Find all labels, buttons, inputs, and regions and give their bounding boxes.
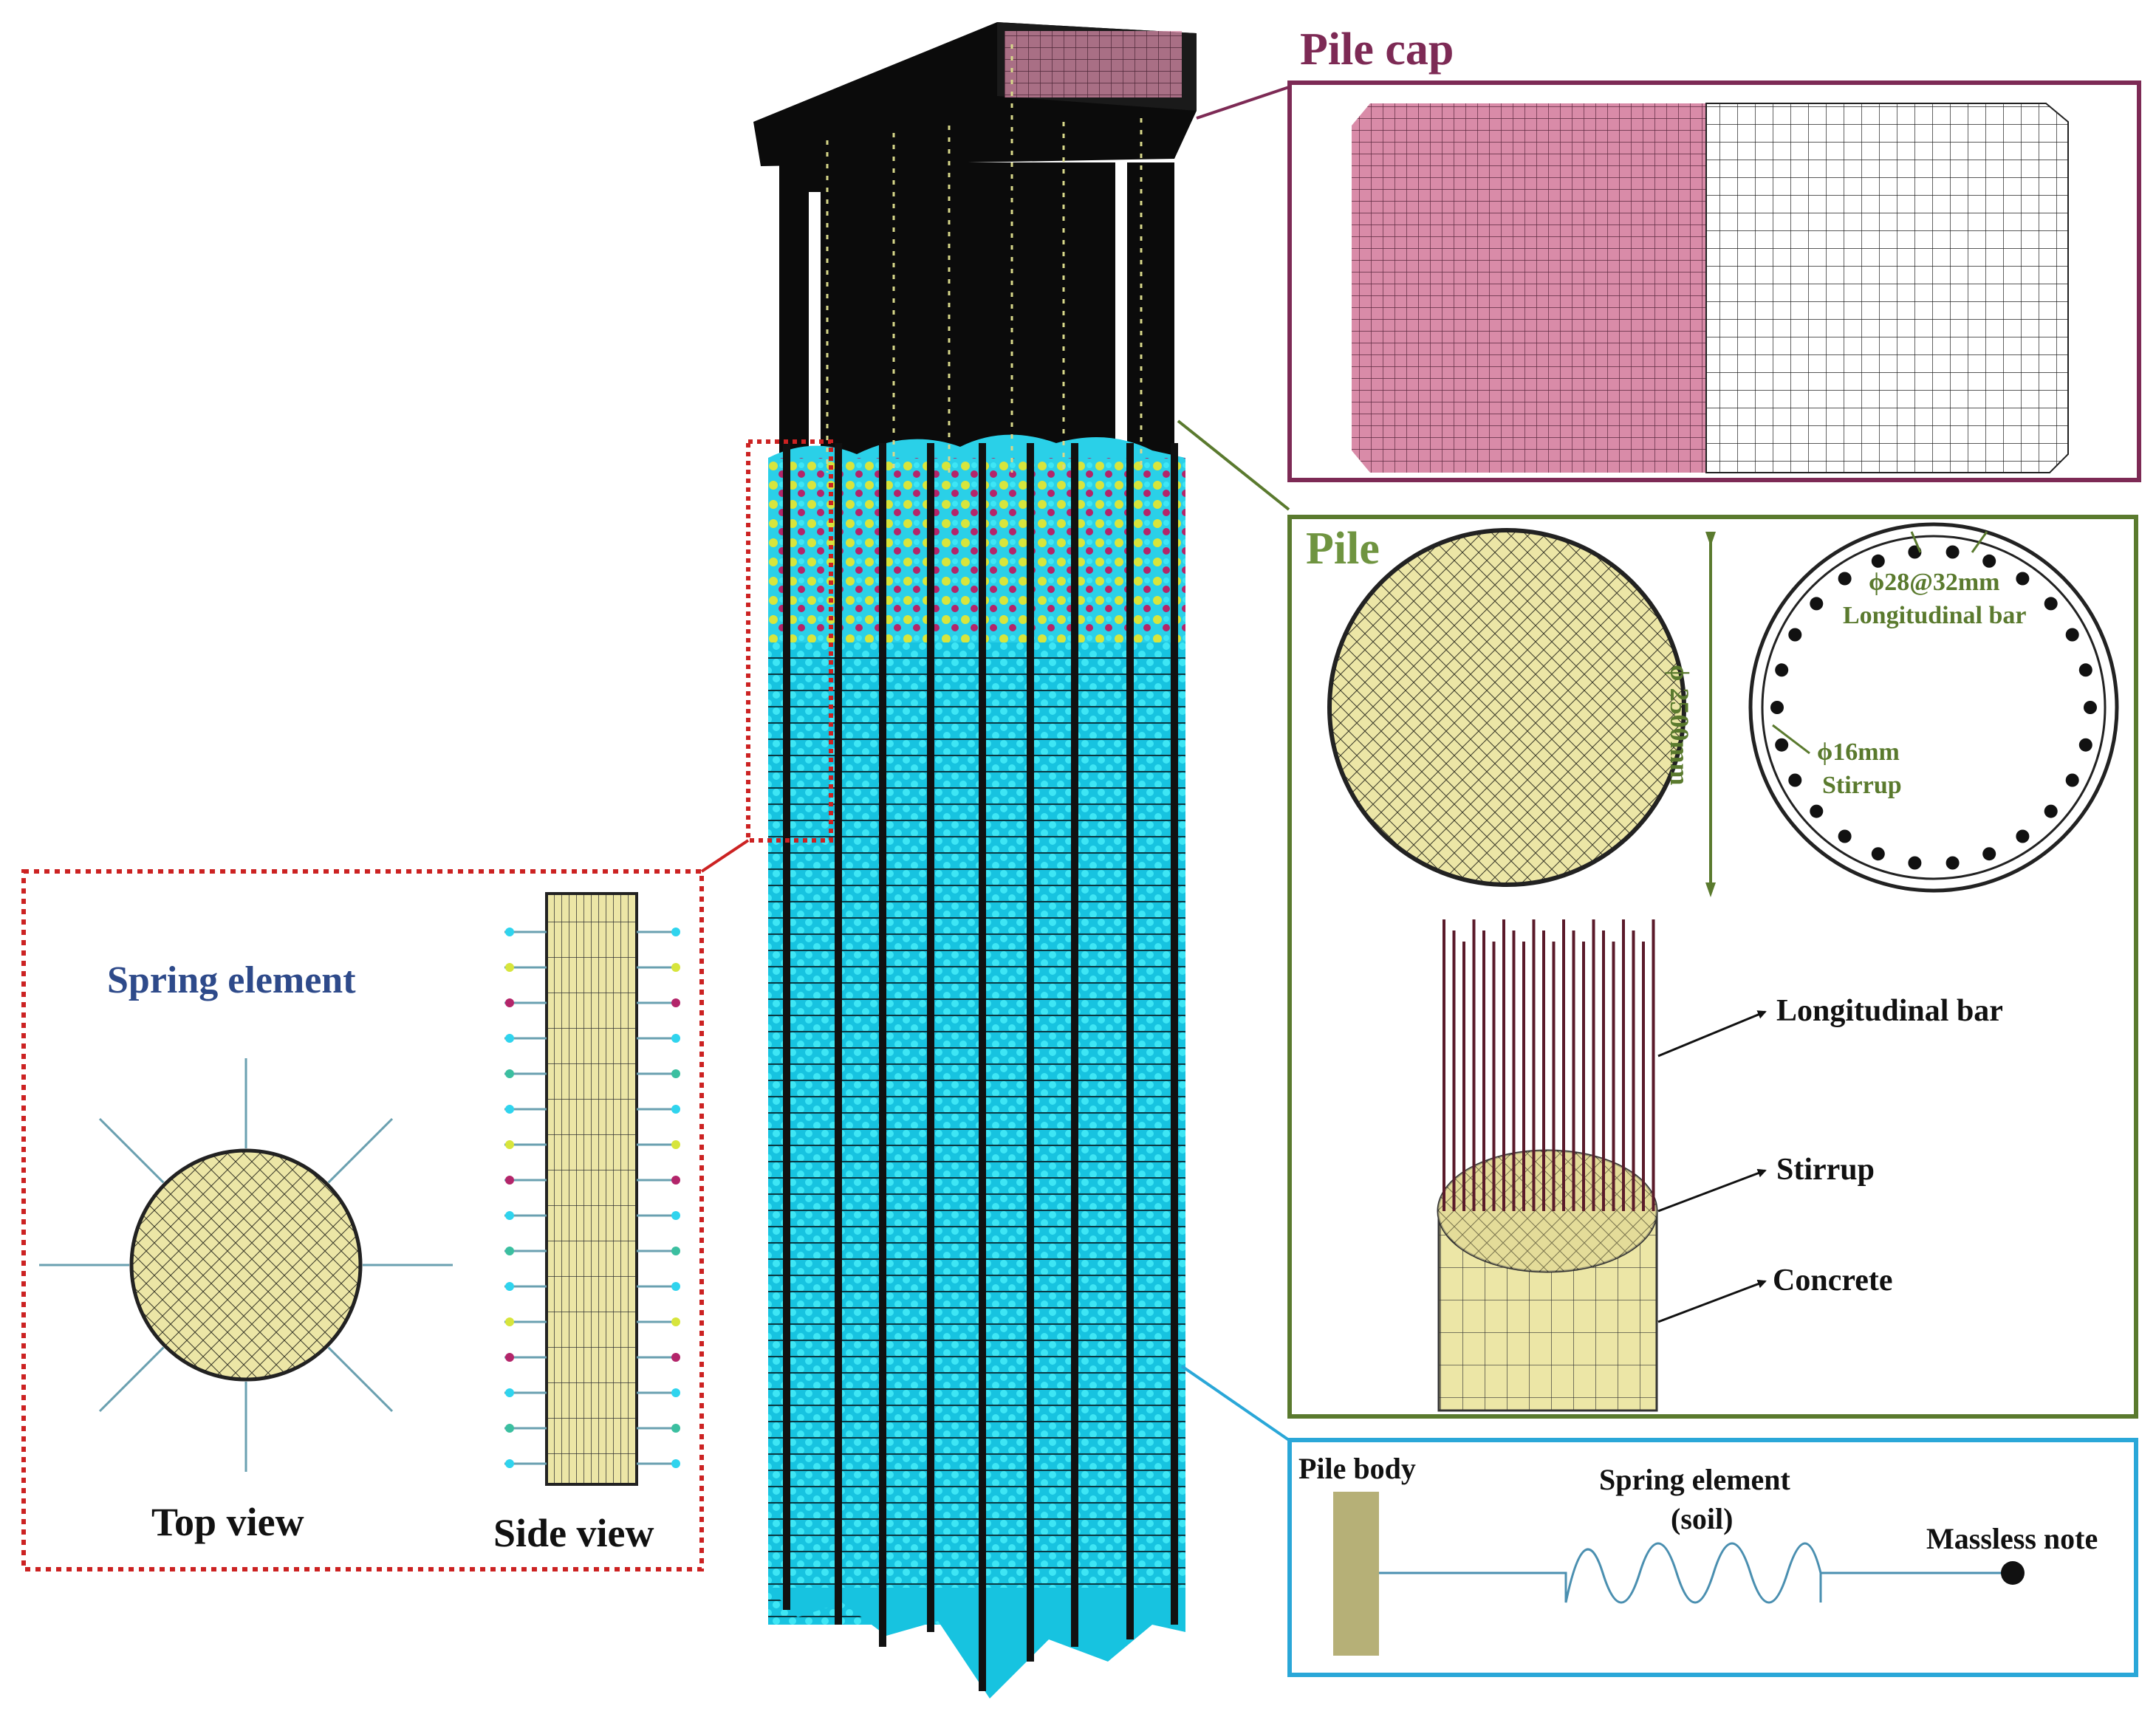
pile-cylinder-3d xyxy=(1437,919,1658,1412)
side-view-node xyxy=(671,1388,680,1397)
rebar-dot xyxy=(1810,804,1824,818)
rebar-dot xyxy=(2016,829,2030,843)
zoom-region-marker xyxy=(746,439,833,843)
rebar-dot xyxy=(1838,572,1852,586)
soil-spring-symbol xyxy=(1379,1542,2010,1604)
side-view-label: Side view xyxy=(493,1511,654,1555)
side-view-node xyxy=(671,1105,680,1114)
rebar-dot xyxy=(2016,572,2030,586)
side-view-node xyxy=(505,1069,514,1078)
stirrup-spec: ϕ16mm xyxy=(1817,738,1900,766)
side-view-node xyxy=(505,1353,514,1362)
side-view-node xyxy=(671,1247,680,1255)
rebar-dot xyxy=(1982,847,1996,861)
side-view-node xyxy=(671,1211,680,1220)
massless-node-symbol xyxy=(2001,1561,2025,1585)
diameter-label: ϕ 2500mm xyxy=(1665,665,1694,786)
connector-pile xyxy=(1177,419,1290,511)
massless-note-label: Massless note xyxy=(1926,1522,2098,1555)
side-view-node xyxy=(671,1353,680,1362)
side-view-node xyxy=(505,1459,514,1468)
long-bar-spec: ϕ28@32mm xyxy=(1869,569,2000,596)
side-view-node xyxy=(671,998,680,1007)
callout-concrete: Concrete xyxy=(1773,1264,1893,1298)
long-bar-spec-name: Longitudinal bar xyxy=(1843,602,2027,629)
side-view-node xyxy=(671,1140,680,1149)
rebar-dot xyxy=(1945,856,1960,870)
rebar-dot xyxy=(1810,597,1824,611)
rebar-dot xyxy=(1871,554,1885,568)
spring-element-soil-sub: (soil) xyxy=(1671,1502,1734,1535)
top-view-label: Top view xyxy=(151,1500,304,1544)
pile-title: Pile xyxy=(1306,524,1380,574)
callout-longitudinal-bar: Longitudinal bar xyxy=(1776,994,2003,1028)
rebar-dot xyxy=(1775,663,1789,677)
side-view-node xyxy=(671,1459,680,1468)
pile-body-label: Pile body xyxy=(1298,1452,1416,1485)
rebar-dot xyxy=(1982,554,1996,568)
pile-group-model xyxy=(753,22,1197,1699)
rebar-dot xyxy=(1871,847,1885,861)
top-view-spring xyxy=(98,1346,165,1413)
rebar-dot xyxy=(1908,856,1922,870)
rebar-dot xyxy=(1770,701,1784,714)
rebar-dot xyxy=(2044,804,2058,818)
side-view-node xyxy=(671,1282,680,1291)
side-view-node xyxy=(671,928,680,936)
pile-cap-panel xyxy=(1287,80,2141,482)
rebar-dot xyxy=(1788,628,1802,642)
pile-cap-title: Pile cap xyxy=(1300,24,1454,75)
rebar-dot xyxy=(2078,663,2092,677)
rebar-dot xyxy=(1945,545,1960,559)
pile-body-symbol xyxy=(1333,1492,1379,1656)
rebar-dot xyxy=(2084,701,2097,714)
rebar-dot xyxy=(2065,773,2079,787)
connector-pile-cap xyxy=(1196,86,1290,120)
top-view-spring xyxy=(98,1117,165,1184)
pile-cap-mesh-coarse xyxy=(1705,103,2069,473)
side-view-node xyxy=(505,1140,514,1149)
rebar-dot xyxy=(1838,829,1852,843)
stirrup-spec-name: Stirrup xyxy=(1822,772,1902,799)
side-view-node xyxy=(505,963,514,972)
side-view-node xyxy=(505,1176,514,1185)
side-view-drawing xyxy=(504,892,680,1486)
rebar-dot xyxy=(2065,628,2079,642)
side-view-node xyxy=(505,998,514,1007)
side-view-node xyxy=(671,1176,680,1185)
connector-spring xyxy=(1180,1365,1290,1442)
side-view-node xyxy=(505,1317,514,1326)
top-view-drawing xyxy=(39,1058,453,1472)
side-view-node xyxy=(505,1034,514,1043)
rebar-dot xyxy=(2044,597,2058,611)
rebar-dot xyxy=(1788,773,1802,787)
upper-piles xyxy=(779,162,1174,473)
top-view-spring xyxy=(327,1117,394,1184)
top-view-spring xyxy=(327,1346,394,1413)
side-view-node xyxy=(505,1105,514,1114)
side-view-node xyxy=(505,928,514,936)
spring-element-title: Spring element xyxy=(107,959,356,1001)
side-view-node xyxy=(505,1424,514,1433)
side-view-node xyxy=(505,1388,514,1397)
spring-element-soil-label: Spring element xyxy=(1599,1463,1790,1496)
pile-cap-mesh-fine xyxy=(1352,103,1706,473)
spring-schematic-panel xyxy=(1287,1438,2138,1677)
side-view-node xyxy=(671,1424,680,1433)
side-view-node xyxy=(505,1211,514,1220)
rebar-dot xyxy=(2078,738,2092,752)
pile-cross-section xyxy=(1327,528,1686,887)
side-view-node xyxy=(505,1282,514,1291)
side-view-node xyxy=(671,1034,680,1043)
spring-detail-panel xyxy=(21,869,704,1571)
pile-panel xyxy=(1287,515,2138,1419)
callout-stirrup: Stirrup xyxy=(1776,1153,1875,1187)
side-view-node xyxy=(671,1317,680,1326)
side-view-node xyxy=(671,1069,680,1078)
side-view-node xyxy=(671,963,680,972)
rebar-dot xyxy=(1775,738,1789,752)
side-view-node xyxy=(505,1247,514,1255)
